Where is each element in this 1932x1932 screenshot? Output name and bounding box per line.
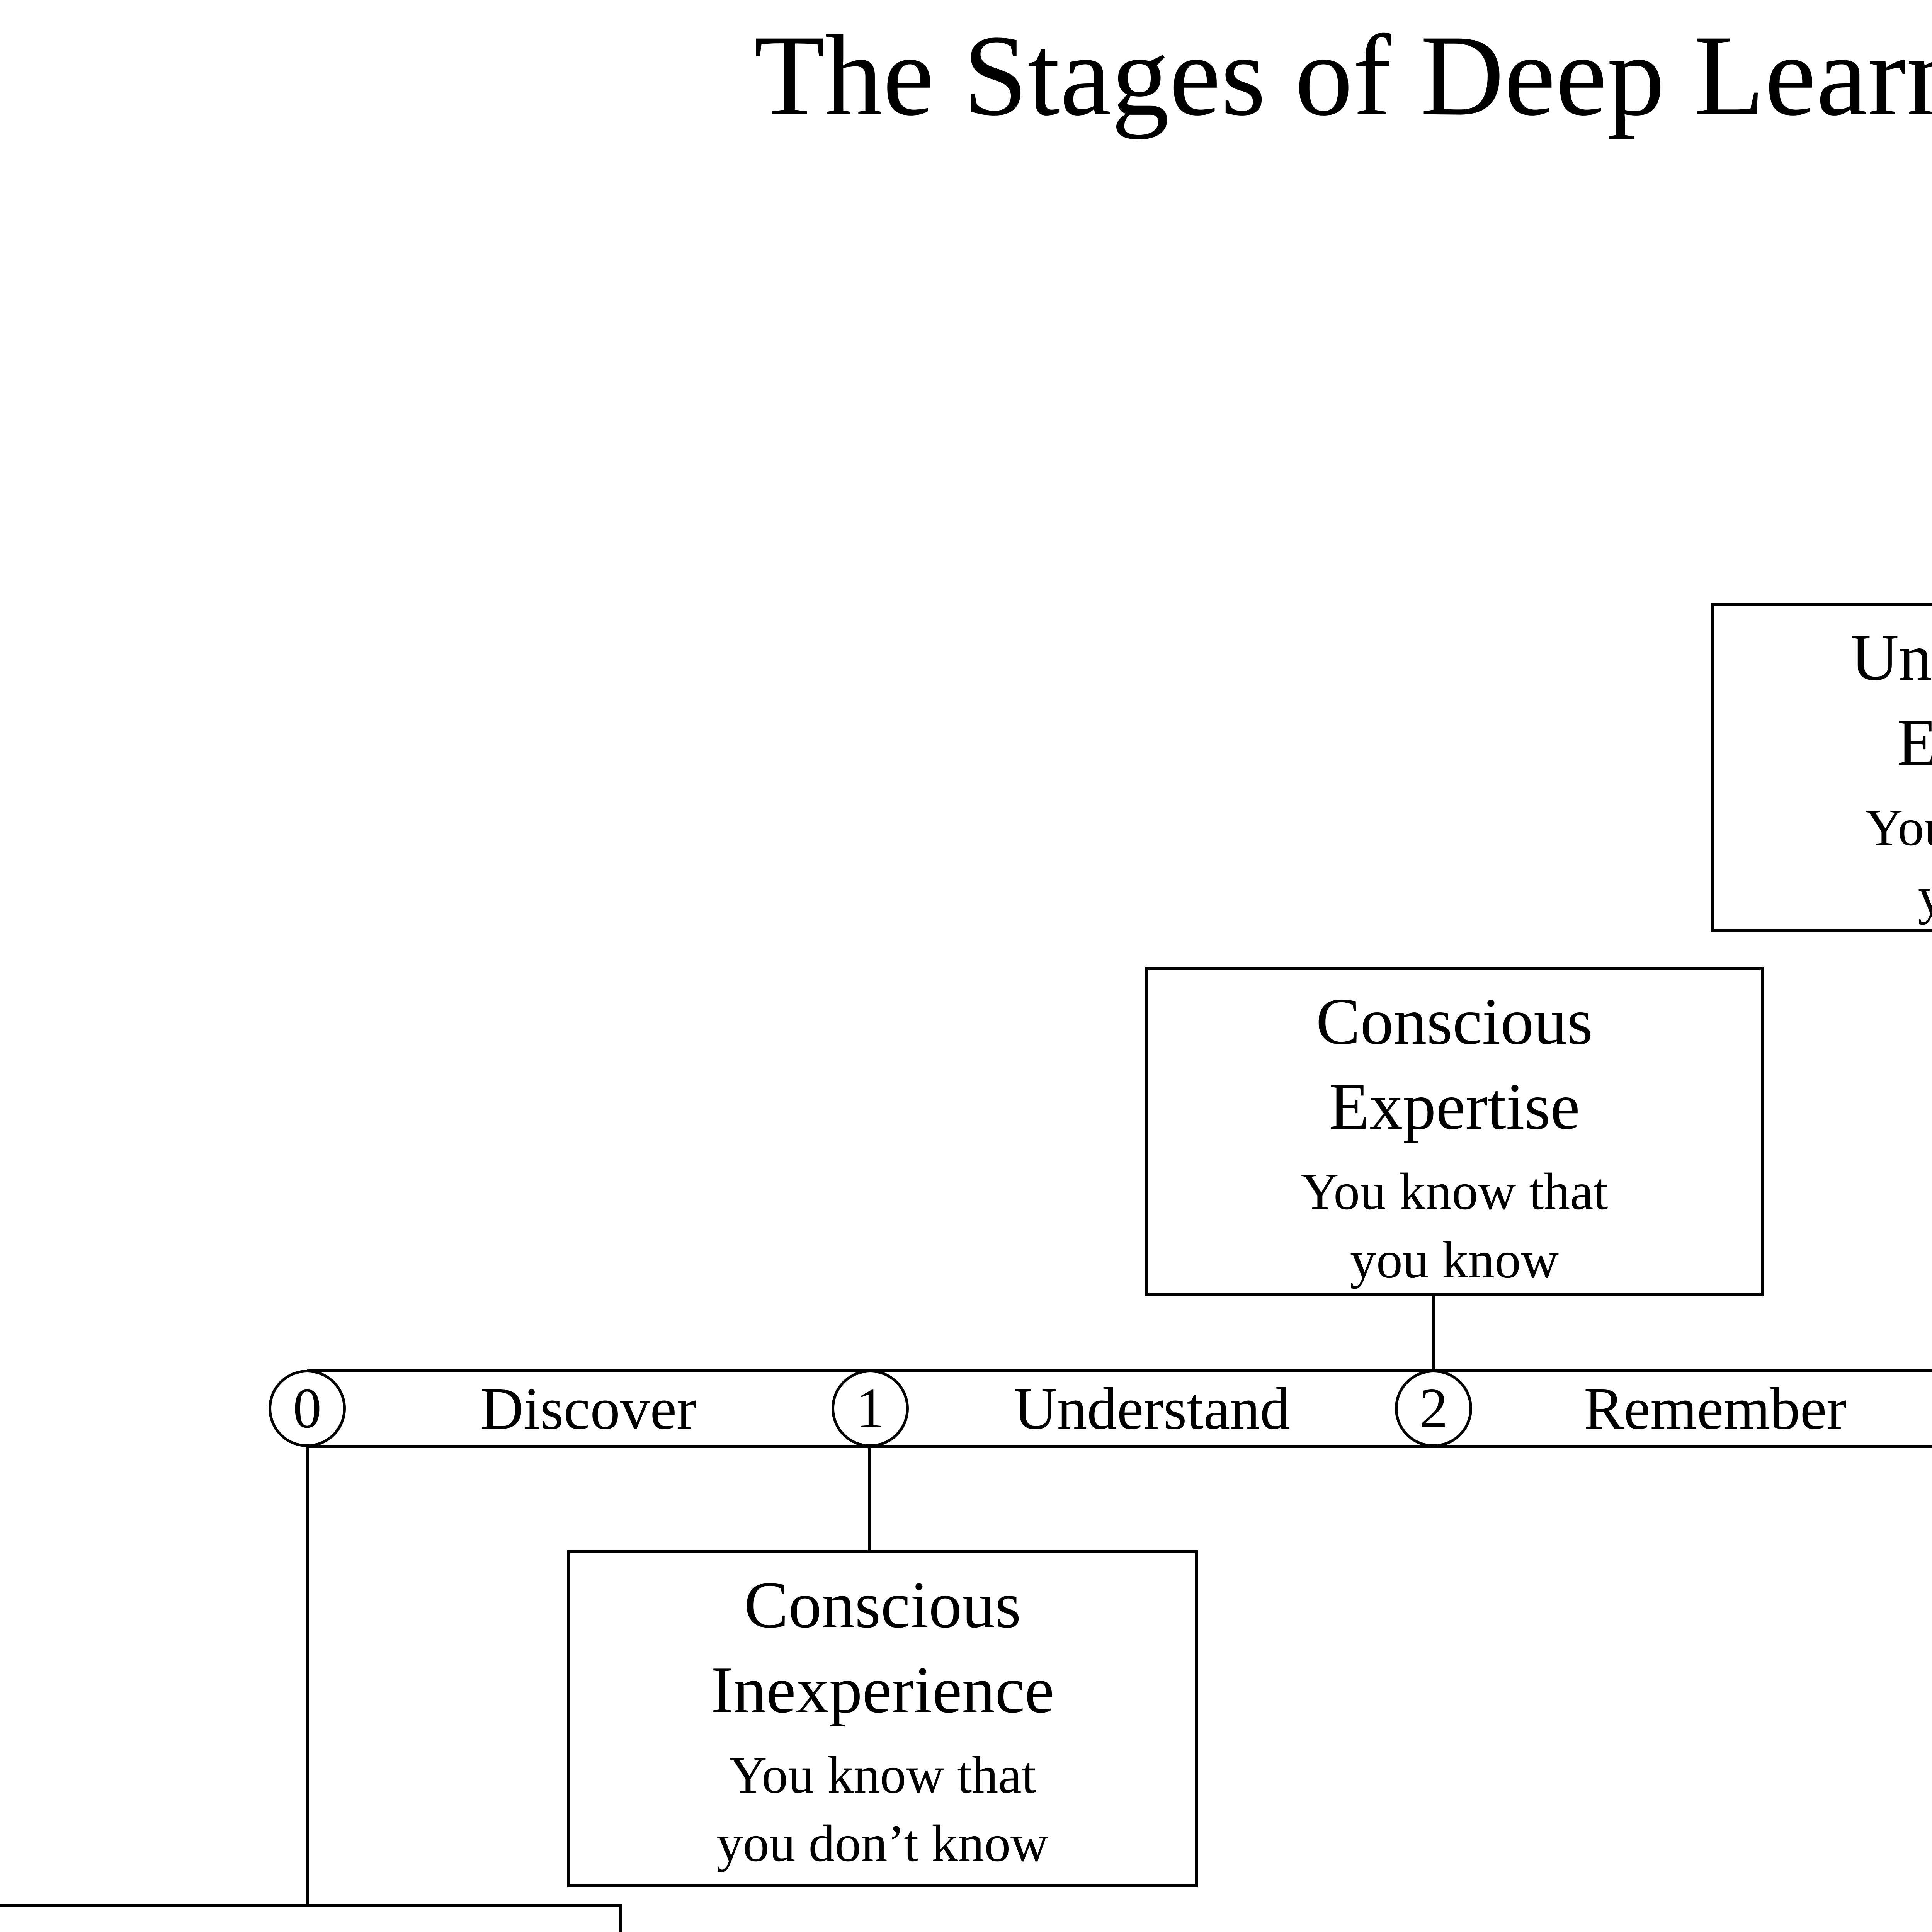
axis-node-1-label: 1 <box>856 1377 884 1440</box>
connector-line-conscious-expertise <box>1432 1294 1435 1371</box>
stage-title-conscious-expertise: Conscious Expertise <box>1316 985 1593 1144</box>
stage-desc-conscious-inexperience: You know that you don’t know <box>716 1746 1049 1873</box>
axis-rule-bottom <box>307 1445 1932 1448</box>
stage-title-unconscious-expertise: Unconscious Expertise <box>1850 621 1932 780</box>
segment-label-discover: Discover <box>480 1375 697 1442</box>
stage-box-unconscious-expertise[interactable]: Unconscious Expertise You forget that yo… <box>1711 603 1932 932</box>
axis-node-2[interactable]: 2 <box>1395 1370 1472 1447</box>
axis-rule-top <box>307 1369 1932 1372</box>
stage-box-unconscious-inexperience[interactable]: Unconscious Inexperience You don’t know … <box>0 1904 622 1932</box>
stage-desc-conscious-expertise: You know that you know <box>1301 1163 1608 1289</box>
stage-box-conscious-inexperience[interactable]: Conscious Inexperience You know that you… <box>567 1550 1198 1887</box>
timeline-axis: Discover Understand Remember Sustain 0 1… <box>269 1369 1932 1448</box>
page-title: The Stages of Deep Learning <box>754 11 1932 139</box>
stage-box-conscious-expertise[interactable]: Conscious Expertise You know that you kn… <box>1145 967 1764 1296</box>
stage-title-unconscious-inexperience: Unconscious Inexperience <box>12 1917 607 1932</box>
stage-desc-unconscious-expertise: You forget that you know <box>1865 799 1932 925</box>
segment-label-understand: Understand <box>1014 1375 1290 1442</box>
axis-node-2-label: 2 <box>1419 1377 1448 1440</box>
segment-label-remember: Remember <box>1583 1375 1847 1442</box>
axis-node-1[interactable]: 1 <box>832 1370 909 1447</box>
axis-node-0-label: 0 <box>293 1377 321 1440</box>
stage-title-conscious-inexperience: Conscious Inexperience <box>711 1568 1054 1727</box>
connector-line-conscious-inexperience <box>868 1445 871 1553</box>
axis-node-0[interactable]: 0 <box>269 1370 346 1447</box>
connector-line-unconscious-inexperience <box>306 1445 309 1907</box>
